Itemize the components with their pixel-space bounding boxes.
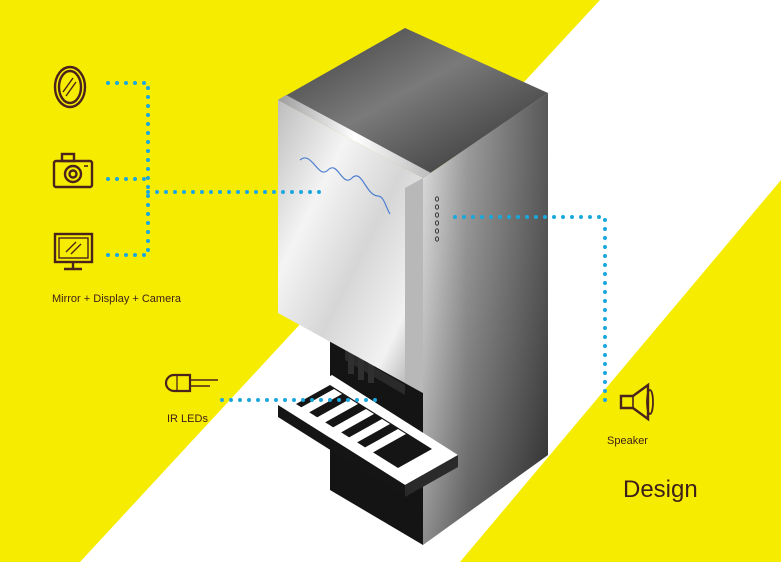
- side-indicator-lights: [434, 196, 439, 242]
- nozzle: [358, 358, 364, 380]
- nozzle: [348, 352, 354, 374]
- monitor-icon: [53, 232, 94, 271]
- nozzle: [368, 363, 374, 383]
- connector-mirror-display: [104, 81, 150, 257]
- machine-top-face: [278, 28, 548, 178]
- machine-body: [278, 28, 548, 545]
- inputs-group-label: Mirror + Display + Camera: [52, 293, 181, 305]
- drip-tray: [278, 375, 458, 497]
- mirror-reflection-squiggle: [299, 157, 391, 215]
- ir-leds-label: IR LEDs: [167, 413, 208, 425]
- mirror-icon: [53, 65, 87, 109]
- mirror-display-panel: [278, 100, 423, 393]
- camera-icon: [52, 152, 94, 189]
- speaker-label: Speaker: [607, 435, 648, 447]
- connector-lines: [104, 81, 607, 404]
- design-title: Design: [623, 476, 698, 503]
- ir-led-icon: [164, 373, 218, 393]
- speaker-icon: [619, 382, 654, 422]
